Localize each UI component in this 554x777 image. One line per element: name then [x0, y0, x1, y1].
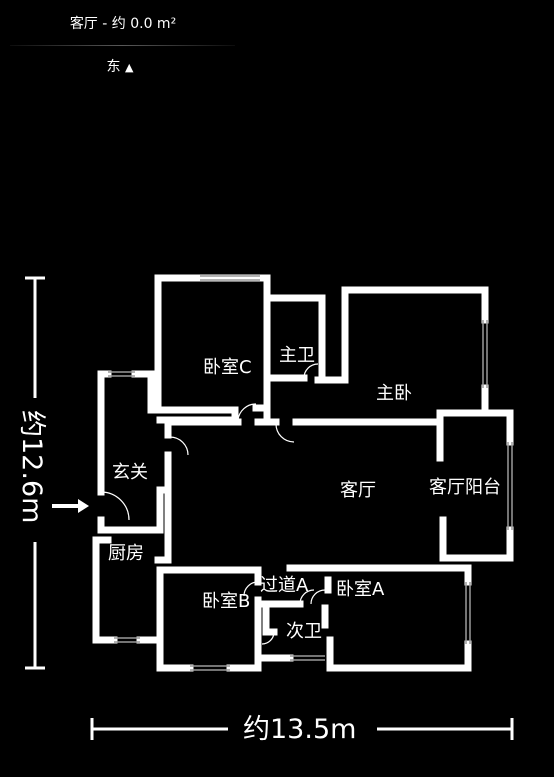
- door-bedroom-b: [243, 581, 259, 597]
- room-label-master-bedroom[interactable]: 主卧: [376, 383, 412, 404]
- walls: [92, 274, 514, 672]
- door-second-bath: [261, 631, 275, 645]
- page-title: 客厅 - 约 0.0 m²: [69, 16, 177, 32]
- room-label-second-bath[interactable]: 次卫: [286, 621, 322, 642]
- width-dimension-label: 约13.5m: [243, 714, 356, 745]
- wall-balcony-bottom: [439, 516, 514, 562]
- wall-foyer-bottom: [97, 486, 172, 534]
- door-bedroom-c: [237, 403, 257, 421]
- room-label-bedroom-a[interactable]: 卧室A: [336, 579, 385, 600]
- wall-bedroom-b-left: [156, 566, 194, 672]
- direction-label: 东: [106, 59, 121, 75]
- wall-balcony-top: [436, 409, 514, 446]
- triangle-up-icon: ▲: [124, 61, 134, 74]
- room-label-bedroom-c[interactable]: 卧室C: [203, 357, 252, 378]
- door-hallway: [299, 589, 315, 605]
- height-dimension: [25, 276, 45, 670]
- wall-master-bedroom-top: [314, 286, 489, 384]
- room-label-living-room[interactable]: 客厅: [340, 480, 376, 501]
- arrow-right-icon: [52, 499, 89, 513]
- room-label-master-bath[interactable]: 主卫: [279, 345, 315, 366]
- door-master-bedroom: [275, 423, 295, 443]
- door-living-foyer: [169, 436, 189, 456]
- doors: [100, 363, 326, 645]
- room-label-kitchen[interactable]: 厨房: [108, 543, 144, 564]
- wall-bedroom-c: [154, 274, 271, 424]
- room-label-living-balcony[interactable]: 客厅阳台: [429, 477, 501, 498]
- direction-indicator[interactable]: 东 ▲: [0, 56, 240, 76]
- wall-bedroom-b-right: [226, 596, 262, 672]
- room-label-foyer[interactable]: 玄关: [112, 462, 148, 483]
- door-bedroom-a: [310, 589, 326, 605]
- width-dimension: [90, 718, 514, 740]
- header-divider: [10, 45, 235, 46]
- door-master-bath: [303, 363, 319, 379]
- height-dimension-label: 约12.6m: [16, 410, 47, 523]
- wall-hallway: [262, 600, 278, 636]
- wall-bedroom-a: [326, 636, 472, 672]
- wall-kitchen-left: [92, 536, 118, 644]
- wall-bedroom-c-bottom: [154, 406, 239, 422]
- room-label-bedroom-b[interactable]: 卧室B: [202, 591, 250, 612]
- room-label-hallway-a[interactable]: 过道A: [260, 575, 309, 596]
- door-entrance: [100, 491, 130, 521]
- door-kitchen: [165, 539, 170, 557]
- wall-master-bath: [266, 294, 326, 382]
- windows: [108, 275, 513, 671]
